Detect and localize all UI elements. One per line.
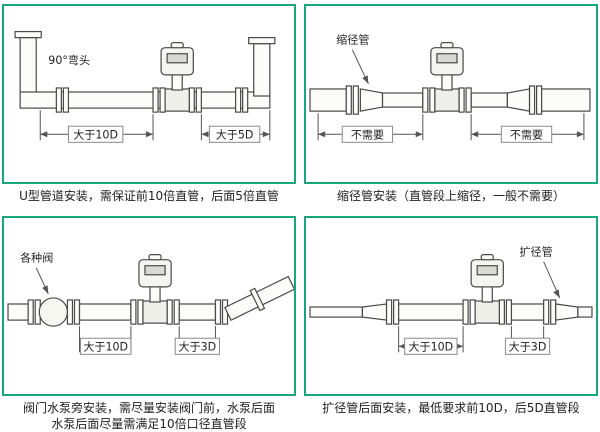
flowmeter [422, 42, 472, 113]
reducer-label: 缩径管 [336, 33, 369, 47]
flowmeter [462, 254, 513, 325]
expander-cone-right [555, 303, 579, 321]
valve-pump-diagram: 各种阀 大于10D 大于3D [7, 251, 294, 355]
dimension-left: 大于10D [39, 110, 154, 143]
caption-valve-pump-line1: 阀门水泵旁安装，需尽量安装阀门前，水泵后面 [22, 401, 275, 415]
flowmeter-neck [481, 285, 493, 303]
leader-arrowhead [362, 75, 369, 84]
flowmeter-neck [171, 73, 183, 91]
dimension-label: 大于5D [216, 127, 254, 141]
flowmeter [152, 42, 202, 113]
flowmeter-cap [440, 42, 454, 49]
dimension-right: 不需要 [470, 113, 585, 143]
dimension-label: 不需要 [351, 128, 384, 141]
dimension-label: 大于10D [408, 339, 453, 353]
panel-valve-pump-box: 各种阀 大于10D 大于3D [2, 216, 296, 396]
dimension-label: 大于3D [509, 339, 547, 353]
dimension-label: 大于10D [83, 339, 128, 353]
caption-reducer: 缩径管安装（直管段上缩径，一般不需要） [336, 189, 565, 203]
u-type-diagram: 90°弯头 大于10D 大于5D [14, 30, 276, 143]
panel-reducer-box: 缩径管 不需要 [304, 4, 598, 184]
dimension-label: 大于3D [178, 339, 216, 353]
pump-branch-pipe [224, 275, 294, 321]
flange-pair [345, 85, 359, 115]
reducer-cone-left [359, 88, 384, 112]
panel-expander-box: 扩径管 大于10D 大于3D [304, 216, 598, 396]
dimension-left: 大于10D [398, 326, 464, 355]
pipe-vertical-right [253, 43, 271, 97]
panel-valve-pump: 各种阀 大于10D 大于3D 阀门水泵旁安装 [2, 216, 296, 432]
flange-pair [385, 299, 400, 325]
flange-pair [214, 299, 229, 325]
flowmeter-body [434, 88, 460, 112]
pipe-large-right [541, 88, 591, 112]
flowmeter-cap [480, 254, 494, 261]
panel-u-type-box: 90°弯头 大于10D 大于5D [2, 4, 296, 184]
pipe-large-left [309, 88, 347, 112]
pipe-large-left [398, 303, 464, 321]
flange-pair [543, 299, 557, 325]
leader-arrowhead [553, 289, 560, 298]
elbow-label: 90°弯头 [48, 53, 90, 67]
flowmeter [130, 254, 180, 325]
pipe-run [309, 85, 591, 115]
flowmeter-display [144, 265, 166, 276]
flowmeter-display [476, 265, 498, 276]
flange-pair [528, 85, 543, 115]
pipe-small [381, 92, 424, 108]
pipe-run [14, 30, 276, 113]
flange-pair [66, 299, 81, 325]
pipe-vertical-left [19, 37, 37, 97]
pipe-horizontal [19, 91, 271, 109]
pipe-small-left [309, 306, 363, 318]
pipe-run [7, 275, 294, 327]
flowmeter-body [142, 300, 168, 324]
pipe-large-right [510, 303, 545, 321]
pipe-run [309, 299, 593, 325]
caption-expander: 扩径管后面安装，最低要求前10D，后5D直管段 [322, 401, 580, 415]
caption-valve-pump-line2: 水泵后面尽量需满足10倍口径直管段 [51, 417, 247, 431]
valve-body [38, 297, 69, 327]
valve-label: 各种阀 [20, 251, 53, 265]
flange [14, 30, 42, 39]
dimension-label: 大于10D [73, 127, 118, 141]
flowmeter-cap [170, 42, 184, 49]
flange-pair [27, 299, 41, 325]
flowmeter-display [436, 53, 458, 64]
dimension-left: 不需要 [317, 113, 424, 143]
dimension-left: 大于10D [79, 326, 132, 355]
flange-pair [55, 87, 70, 113]
expander-diagram: 扩径管 大于10D 大于3D [309, 245, 593, 355]
flowmeter-neck [149, 285, 161, 303]
panel-expander: 扩径管 大于10D 大于3D [304, 216, 598, 432]
flowmeter-display [166, 53, 188, 64]
pipe-left [7, 303, 29, 321]
dimension-right: 大于3D [174, 326, 220, 355]
flowmeter-body [164, 88, 190, 112]
flange-pair [234, 87, 249, 113]
dimension-label: 不需要 [510, 128, 543, 141]
flowmeter-cap [148, 254, 162, 261]
flange [248, 37, 276, 45]
pipe-small-right [577, 306, 593, 318]
flowmeter-body [474, 300, 500, 324]
dimension-right: 大于5D [200, 110, 271, 143]
dimension-right: 大于3D [504, 326, 551, 355]
panel-reducer: 缩径管 不需要 [304, 4, 598, 204]
leader-arrowhead [42, 285, 49, 294]
pipe-middle [78, 303, 132, 321]
panel-u-type: 90°弯头 大于10D 大于5D [2, 4, 296, 204]
pipe-right [178, 303, 217, 321]
pipe-small [470, 92, 508, 108]
caption-u-type: U型管道安装，需保证前10倍直管，后面5倍直管 [19, 189, 279, 203]
expander-label: 扩径管 [519, 245, 552, 259]
expander-cone-left [361, 303, 388, 321]
flowmeter-neck [441, 73, 453, 91]
reducer-diagram: 缩径管 不需要 [309, 33, 591, 143]
reducer-cone-right [506, 88, 531, 112]
